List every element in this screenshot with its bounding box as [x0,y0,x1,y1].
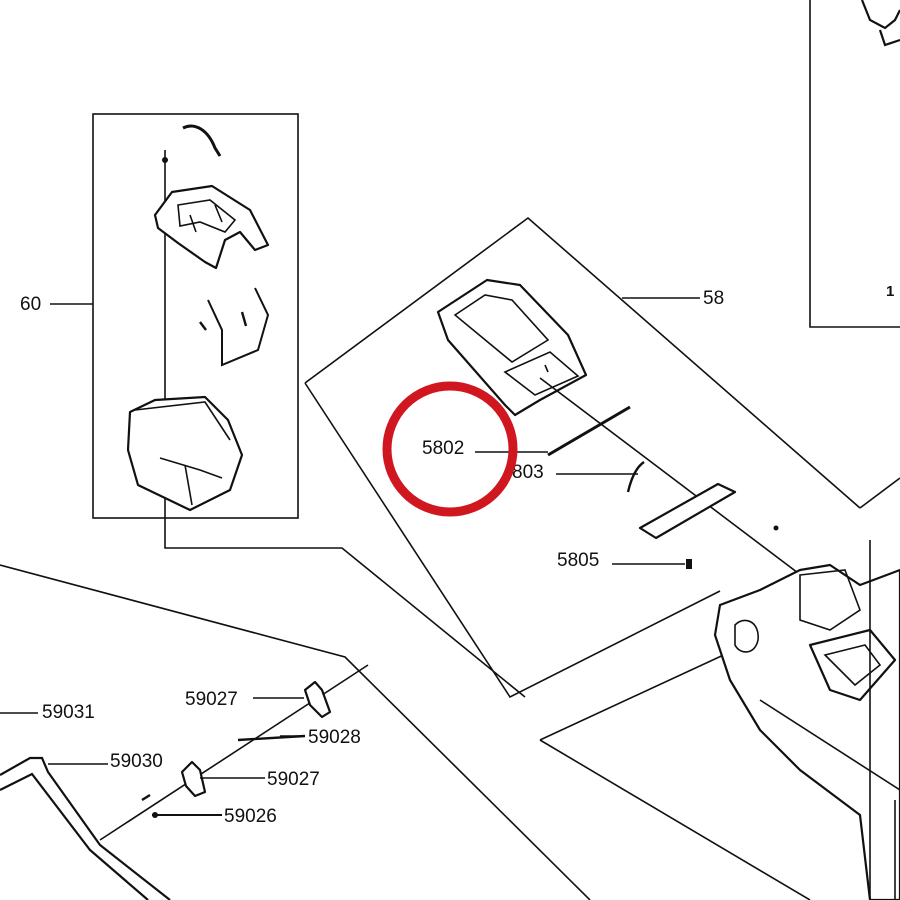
lower-frame-lines [0,564,591,900]
spring-part-5803 [556,461,645,493]
label-59031: 59031 [42,702,95,723]
label-59026: 59026 [224,806,277,827]
highlight-circle [382,381,518,517]
screw-part-5805 [612,559,692,569]
label-59027-upper: 59027 [185,689,238,710]
assembly-box-60 [50,113,299,519]
guide-line-60 [164,150,526,698]
mower-deck-part [539,540,900,900]
label-5802: 5802 [422,438,464,459]
top-right-assembly-box: 1 [809,0,900,328]
grass-bag-fabric-part [126,395,244,512]
handle-knob-lower-part [180,760,265,798]
label-59027-lower: 59027 [267,769,320,790]
handle-knob-upper-part [253,680,332,719]
label-59030: 59030 [110,751,163,772]
rear-flap-housing-part [436,278,588,417]
handle-bar-part [0,756,171,900]
label-5805: 5805 [557,550,599,571]
label-5803: 803 [512,462,544,483]
handle-washer-part [141,793,222,818]
label-60: 60 [20,294,41,315]
hinge-bar-part [638,482,779,540]
grass-bag-handle-part [162,124,222,163]
grass-bag-frame-part [153,184,270,270]
label-top-right: 1 [886,283,894,300]
assembly-frame-58 [304,216,900,699]
grass-bag-clips-part [199,287,270,367]
label-58: 58 [703,288,724,309]
label-59028: 59028 [308,727,361,748]
handle-bolt-part [237,734,306,742]
